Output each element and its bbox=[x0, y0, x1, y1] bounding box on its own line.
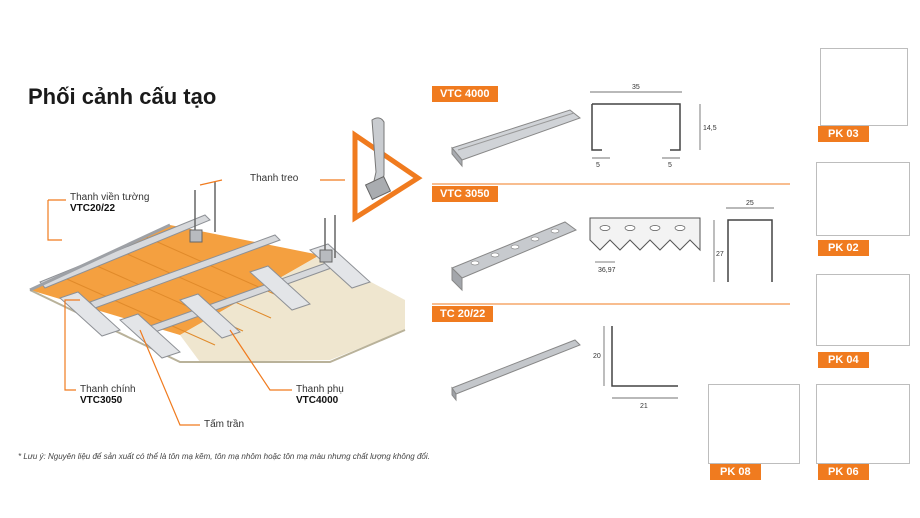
label-thanh-chinh-code: VTC3050 bbox=[80, 395, 123, 406]
ceiling-assembly bbox=[29, 182, 406, 363]
vtc4000-section bbox=[590, 91, 701, 159]
profile-separators bbox=[432, 183, 790, 305]
label-thanh-phu: Thanh phụ VTC4000 bbox=[296, 384, 344, 406]
vtc3050-section bbox=[713, 207, 774, 282]
tag-vtc4000: VTC 4000 bbox=[432, 86, 498, 102]
label-tam-tran: Tấm trần bbox=[204, 419, 245, 430]
pk03-box bbox=[820, 48, 908, 126]
label-thanh-vien-tuong: Thanh viền tường VTC20/22 bbox=[70, 192, 149, 214]
pk02-box bbox=[816, 162, 910, 236]
label-thanh-chinh: Thanh chính VTC3050 bbox=[80, 384, 136, 406]
pk08-box bbox=[708, 384, 800, 464]
label-thanh-treo: Thanh treo bbox=[250, 173, 299, 184]
pk06-tag: PK 06 bbox=[818, 464, 869, 480]
vtc4000-bar bbox=[451, 109, 582, 168]
tag-vtc3050: VTC 3050 bbox=[432, 186, 498, 202]
callout-lines bbox=[47, 179, 345, 426]
dim-vtc4000-lip-left: 5 bbox=[596, 162, 600, 169]
pk06-box bbox=[816, 384, 910, 464]
material-note: * Lưu ý: Nguyên liệu để sản xuất có thể … bbox=[18, 452, 430, 461]
dim-vtc3050-height: 27 bbox=[716, 251, 724, 258]
vtc3050-elevation bbox=[589, 217, 701, 263]
pk04-box bbox=[816, 274, 910, 346]
page-title: Phối cảnh cấu tạo bbox=[28, 84, 217, 109]
dim-vtc4000-height: 14,5 bbox=[703, 125, 717, 132]
dim-tc2022-height: 20 bbox=[593, 353, 601, 360]
dim-vtc4000-lip-right: 5 bbox=[668, 162, 672, 169]
tag-tc2022: TC 20/22 bbox=[432, 306, 494, 322]
label-thanh-phu-text: Thanh phụ bbox=[296, 384, 344, 395]
label-thanh-chinh-text: Thanh chính bbox=[80, 384, 136, 395]
pk04-tag: PK 04 bbox=[818, 352, 869, 368]
label-thanh-vien-tuong-code: VTC20/22 bbox=[70, 203, 116, 214]
pk08-tag: PK 08 bbox=[710, 464, 761, 480]
tc2022-section bbox=[603, 326, 678, 399]
hanger-detail bbox=[352, 117, 423, 223]
dim-tc2022-width: 21 bbox=[640, 403, 648, 410]
dim-vtc3050-pitch: 36,97 bbox=[598, 267, 616, 274]
label-thanh-vien-tuong-text: Thanh viền tường bbox=[70, 192, 150, 203]
dim-vtc4000-width: 35 bbox=[632, 84, 640, 91]
pk02-tag: PK 02 bbox=[818, 240, 869, 256]
label-thanh-phu-code: VTC4000 bbox=[296, 395, 339, 406]
tc2022-bar bbox=[451, 339, 581, 402]
dim-vtc3050-width: 25 bbox=[746, 200, 754, 207]
pk03-tag: PK 03 bbox=[818, 126, 869, 142]
vtc3050-bar bbox=[451, 221, 578, 292]
